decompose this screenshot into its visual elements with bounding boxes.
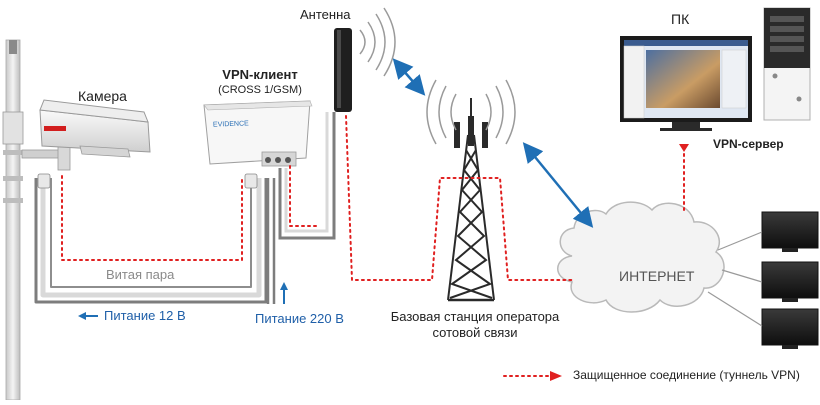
surveillance-camera-icon — [21, 99, 151, 171]
antenna-cable — [278, 112, 336, 240]
vpn-client-model: (CROSS 1/GSM) — [218, 84, 302, 96]
pole-icon — [3, 39, 23, 401]
vpn-client-label: VPN-клиент — [222, 67, 298, 82]
power-12v-label: Питание 12 В — [104, 308, 186, 323]
base-station-label-line2: сотовой связи — [432, 325, 518, 340]
cell-tower-icon — [447, 134, 495, 302]
pc-tower-icon — [763, 7, 811, 121]
twisted-pair-label: Витая пара — [106, 267, 175, 282]
internet-label: ИНТЕРНЕТ — [619, 268, 695, 284]
pole-junction-box-icon — [2, 111, 24, 145]
power-220v-cable — [266, 178, 276, 304]
radio-link-arrow-internet — [522, 142, 594, 228]
cloud-icon — [557, 201, 725, 313]
pc-monitor-icon — [620, 36, 752, 131]
power-220v-label: Питание 220 В — [255, 311, 344, 326]
base-station-label: Базовая станция оператора — [390, 309, 560, 324]
power-220v-arrow — [280, 282, 288, 304]
router-icon — [203, 100, 313, 167]
legend-label: Защищенное соединение (туннель VPN) — [573, 368, 800, 382]
twisted-pair-cable — [34, 178, 268, 304]
camera-label: Камера — [78, 88, 127, 104]
vpn-server-label: VPN-сервер — [713, 137, 784, 151]
radio-link-arrow-antenna — [392, 58, 426, 96]
vpn-tunnel-path — [61, 115, 685, 281]
tower-waves-icon — [426, 79, 516, 145]
legend-vpn-tunnel — [503, 371, 562, 381]
antenna-label: Антенна — [300, 7, 351, 22]
monitor-icon — [761, 261, 819, 302]
radio-waves-icon — [359, 7, 396, 77]
tower-antennas-icon — [454, 98, 488, 148]
monitor-icon — [761, 308, 819, 349]
monitor-icon — [761, 211, 819, 252]
power-12v-arrow — [78, 312, 98, 320]
rj45-connector-icon — [37, 173, 51, 189]
pc-label: ПК — [671, 11, 690, 27]
monitor-connectors — [707, 231, 763, 327]
antenna-icon — [334, 28, 352, 112]
rj45-connector-icon — [244, 173, 258, 189]
router-brand-logo: EVIDENCE — [212, 120, 249, 129]
antenna-cable-inner — [284, 112, 329, 233]
vpn-tunnel-arrowhead — [679, 144, 689, 152]
